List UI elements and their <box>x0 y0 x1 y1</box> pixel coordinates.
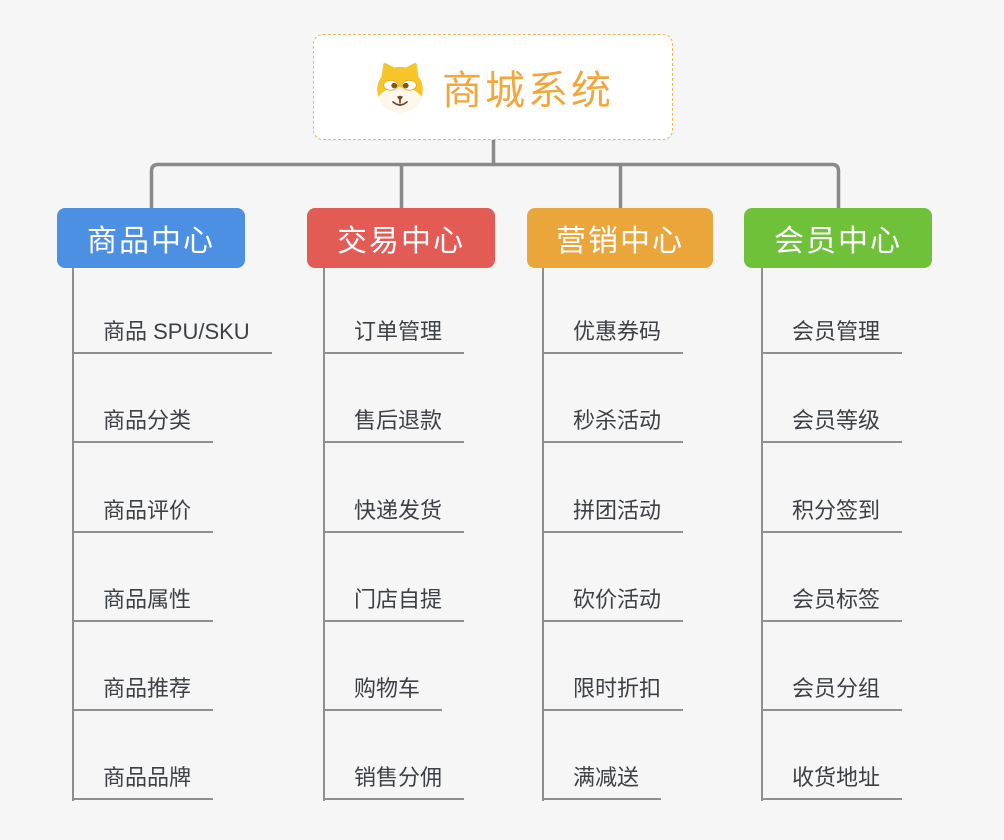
leaf-node[interactable]: 商品推荐 <box>72 675 214 711</box>
leaf-node[interactable]: 会员管理 <box>761 318 903 354</box>
branch-label: 交易中心 <box>337 225 465 258</box>
leaf-node[interactable]: 订单管理 <box>323 318 465 354</box>
leaf-node[interactable]: 秒杀活动 <box>542 407 684 443</box>
doge-dog-icon <box>377 62 423 113</box>
leaf-node[interactable]: 售后退款 <box>323 407 465 443</box>
branch-label: 会员中心 <box>774 225 902 258</box>
leaf-node[interactable]: 满减送 <box>542 764 662 800</box>
leaf-node[interactable]: 会员分组 <box>761 675 903 711</box>
leaf-node[interactable]: 限时折扣 <box>542 675 684 711</box>
leaf-node[interactable]: 优惠券码 <box>542 318 684 354</box>
branch-node-member-center[interactable]: 会员中心 <box>744 208 932 268</box>
leaf-node[interactable]: 积分签到 <box>761 497 903 533</box>
leaf-node[interactable]: 购物车 <box>323 675 443 711</box>
leaf-node[interactable]: 商品评价 <box>72 497 214 533</box>
branch-label: 商品中心 <box>87 225 215 258</box>
branch-children-group: 订单管理 售后退款 快递发货 门店自提 购物车 销售分佣 <box>323 268 575 801</box>
branch-node-product-center[interactable]: 商品中心 <box>57 208 245 268</box>
branch-label: 营销中心 <box>556 225 684 258</box>
leaf-node[interactable]: 会员等级 <box>761 407 903 443</box>
leaf-node[interactable]: 商品品牌 <box>72 764 214 800</box>
leaf-node[interactable]: 会员标签 <box>761 586 903 622</box>
branch-children-group: 会员管理 会员等级 积分签到 会员标签 会员分组 收货地址 <box>761 268 1004 801</box>
leaf-node[interactable]: 商品分类 <box>72 407 214 443</box>
root-title: 商城系统 <box>442 69 614 113</box>
leaf-node[interactable]: 快递发货 <box>323 497 465 533</box>
root-node[interactable]: 商城系统 <box>313 34 673 140</box>
branch-node-trade-center[interactable]: 交易中心 <box>307 208 495 268</box>
leaf-node[interactable]: 拼团活动 <box>542 497 684 533</box>
leaf-node[interactable]: 商品属性 <box>72 586 214 622</box>
leaf-node[interactable]: 收货地址 <box>761 764 903 800</box>
branch-node-marketing-center[interactable]: 营销中心 <box>527 208 713 268</box>
leaf-node[interactable]: 砍价活动 <box>542 586 684 622</box>
branch-children-group: 优惠券码 秒杀活动 拼团活动 砍价活动 限时折扣 满减送 <box>542 268 794 801</box>
leaf-node[interactable]: 销售分佣 <box>323 764 465 800</box>
branch-children-group: 商品 SPU/SKU 商品分类 商品评价 商品属性 商品推荐 商品品牌 <box>72 268 324 801</box>
leaf-node[interactable]: 门店自提 <box>323 586 465 622</box>
leaf-node[interactable]: 商品 SPU/SKU <box>72 318 272 354</box>
